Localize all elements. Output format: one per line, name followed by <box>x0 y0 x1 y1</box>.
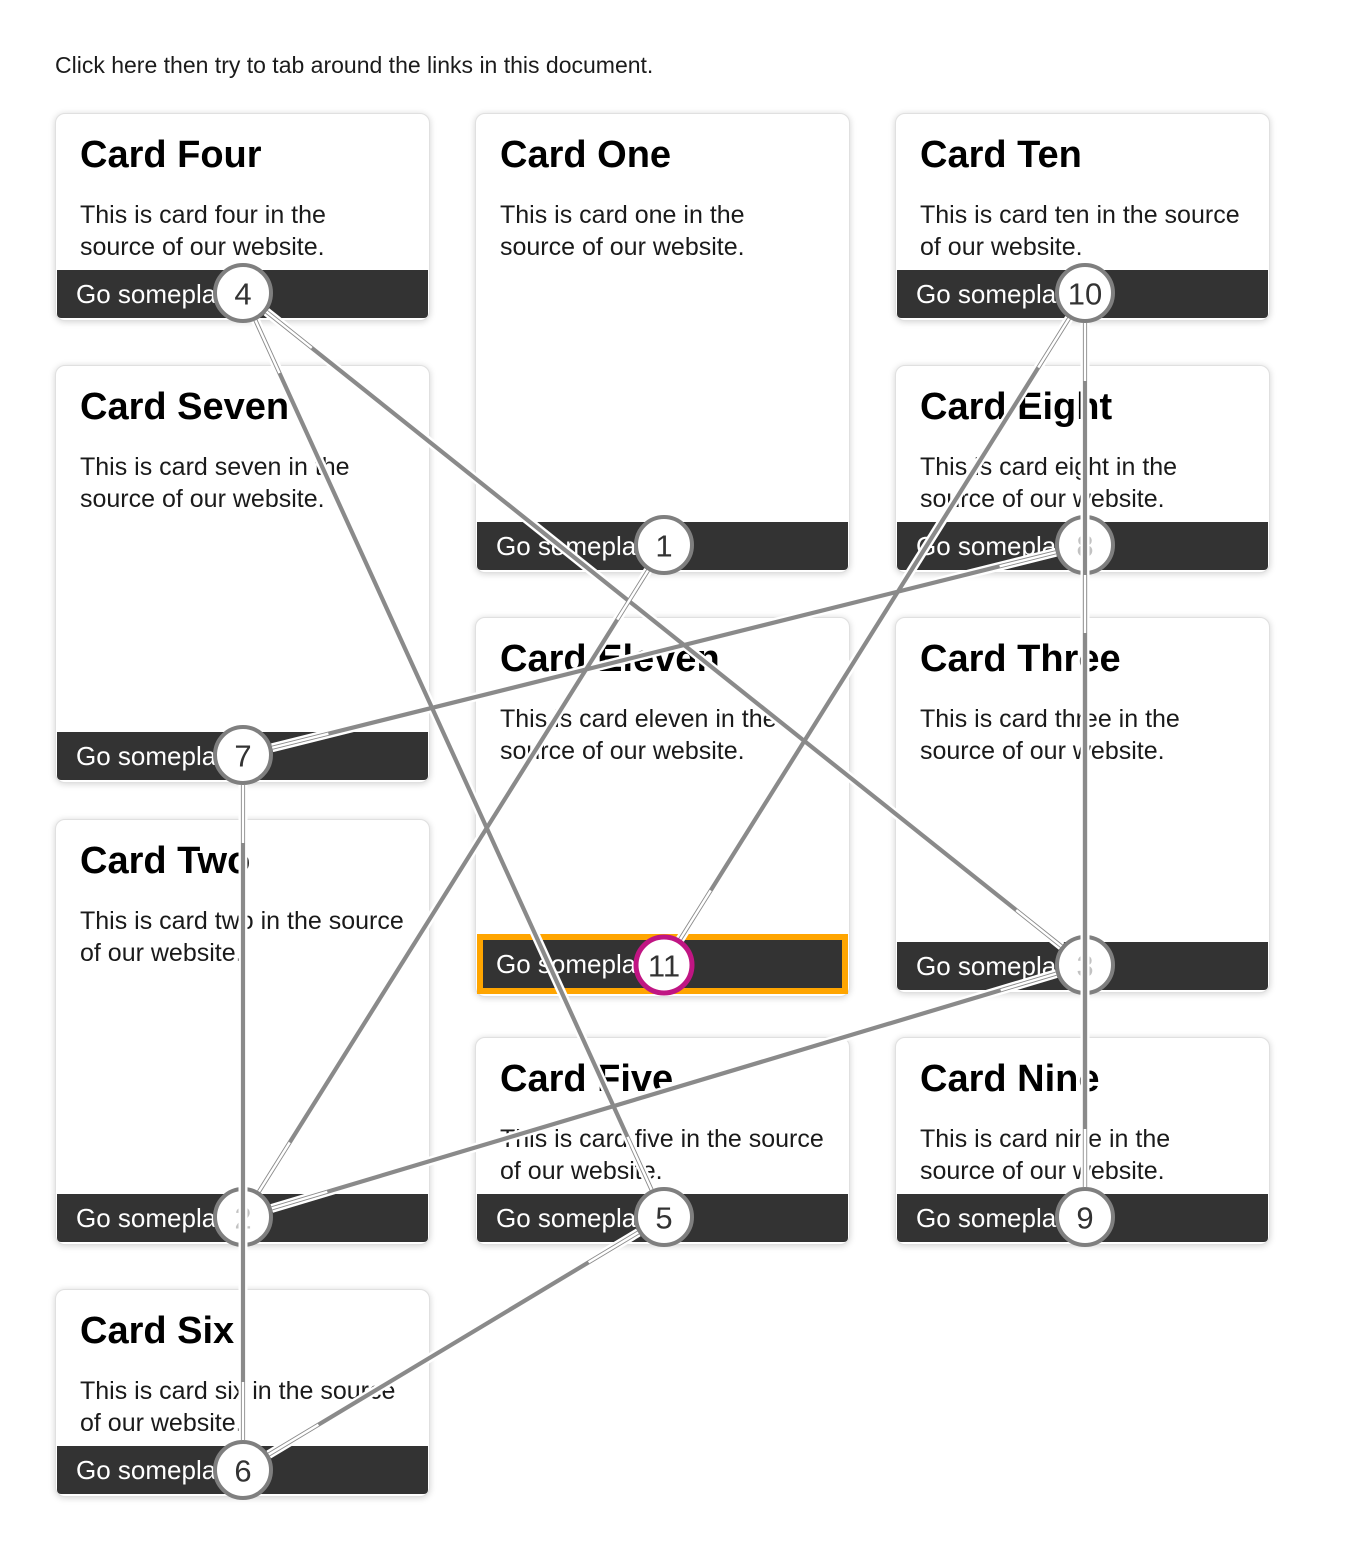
go-someplace-button[interactable]: Go someplace <box>477 1194 848 1242</box>
card-title: Card Eight <box>920 386 1113 428</box>
card-seven: Card Seven This is card seven in the sou… <box>55 365 430 783</box>
card-body-text: This is card one in the source of our we… <box>500 201 745 261</box>
card-title: Card Four <box>80 134 262 176</box>
card-nine: Card Nine This is card nine in the sourc… <box>895 1037 1270 1245</box>
go-someplace-button[interactable]: Go someplace <box>897 1194 1268 1242</box>
instruction-text: Click here then try to tab around the li… <box>55 52 654 78</box>
card-title: Card One <box>500 134 672 176</box>
card-title: Card Three <box>920 638 1121 680</box>
card-title: Card Ten <box>920 134 1082 176</box>
go-someplace-button[interactable]: Go someplace <box>897 270 1268 318</box>
card-body-text: This is card nine in the source of our w… <box>920 1125 1171 1185</box>
go-someplace-button[interactable]: Go someplace <box>57 270 428 318</box>
card-body-text: This is card three in the source of our … <box>920 705 1180 765</box>
card-body-text: This is card four in the source of our w… <box>80 201 326 261</box>
card-four: Card Four This is card four in the sourc… <box>55 113 430 321</box>
go-someplace-button[interactable]: Go someplace <box>897 522 1268 570</box>
card-six: Card Six This is card six in the source … <box>55 1289 430 1497</box>
card-body-text: This is card eleven in the source of our… <box>500 705 777 765</box>
tab-order-connector-tip <box>616 569 650 621</box>
go-someplace-button[interactable]: Go someplace <box>477 522 848 570</box>
card-eight: Card Eight This is card eight in the sou… <box>895 365 1270 573</box>
card-title: Card Two <box>80 840 251 882</box>
card-body-text: This is card five in the source of our w… <box>500 1125 824 1185</box>
card-title: Card Five <box>500 1058 674 1100</box>
card-five: Card Five This is card five in the sourc… <box>475 1037 850 1245</box>
card-title: Card Nine <box>920 1058 1100 1100</box>
card-title: Card Six <box>80 1310 235 1352</box>
go-someplace-button[interactable]: Go someplace <box>57 732 428 780</box>
card-body-text: This is card eight in the source of our … <box>920 453 1178 513</box>
go-someplace-button[interactable]: Go someplace <box>897 942 1268 990</box>
go-someplace-button-focused[interactable]: Go someplace <box>477 934 848 994</box>
go-someplace-button[interactable]: Go someplace <box>57 1446 428 1494</box>
card-body-text: This is card two in the source of our we… <box>80 907 404 967</box>
card-one: Card One This is card one in the source … <box>475 113 850 573</box>
card-body-text: This is card six in the source of our we… <box>80 1377 396 1437</box>
tab-order-connector-tip <box>1037 317 1071 369</box>
card-title: Card Seven <box>80 386 290 428</box>
card-body-text: This is card ten in the source of our we… <box>920 201 1240 261</box>
go-someplace-button[interactable]: Go someplace <box>57 1194 428 1242</box>
card-two: Card Two This is card two in the source … <box>55 819 430 1245</box>
card-eleven: Card Eleven This is card eleven in the s… <box>475 617 850 997</box>
card-three: Card Three This is card three in the sou… <box>895 617 1270 993</box>
card-title: Card Eleven <box>500 638 720 680</box>
card-ten: Card Ten This is card ten in the source … <box>895 113 1270 321</box>
card-body-text: This is card seven in the source of our … <box>80 453 350 513</box>
